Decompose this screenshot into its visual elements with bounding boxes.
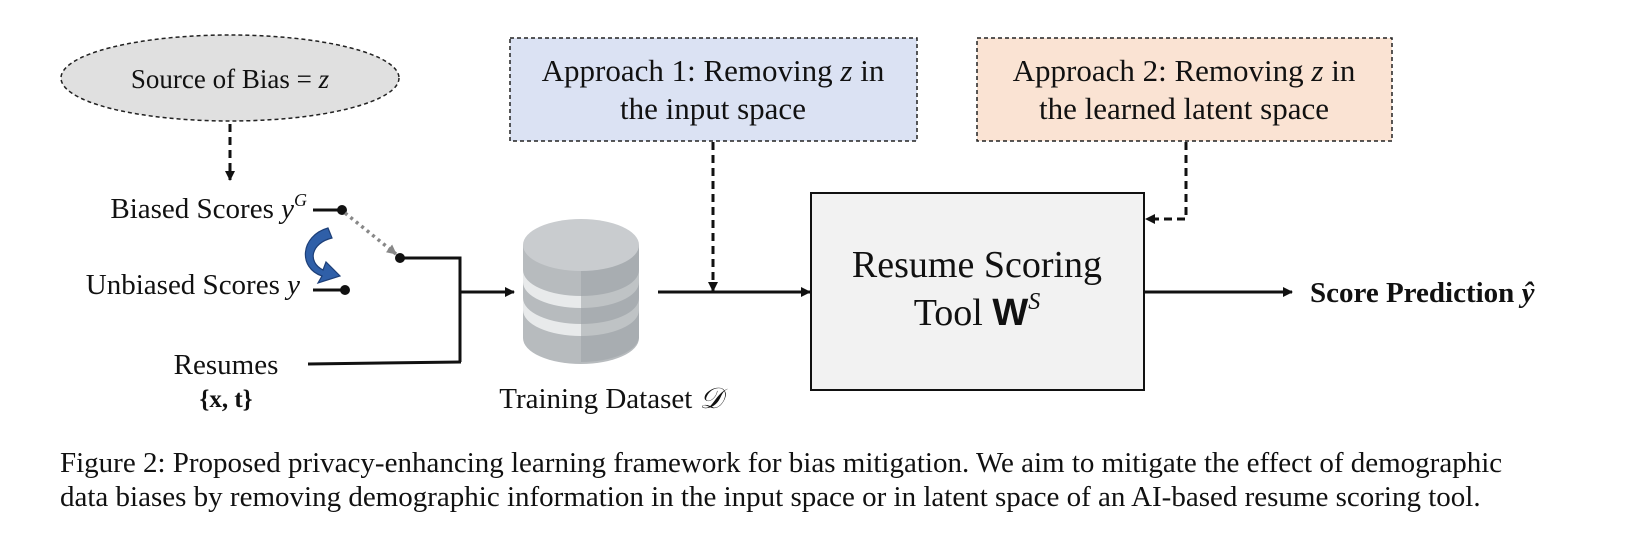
approach-1-line1: Approach 1: Removing z in <box>542 53 885 88</box>
approach-2-line2: the learned latent space <box>1039 91 1329 126</box>
approach-2-line1: Approach 2: Removing z in <box>1013 53 1356 88</box>
scores-connector <box>400 256 462 362</box>
scoring-tool-line2: Tool WS <box>914 289 1041 334</box>
scoring-tool-line1: Resume Scoring <box>852 244 1102 286</box>
framework-diagram: Source of Bias = z Biased Scores yG Unbi… <box>60 34 1535 415</box>
resumes-label: Resumes <box>174 349 279 381</box>
resumes-connector <box>307 360 462 366</box>
approach-2-arrow <box>1145 142 1188 224</box>
switch-link <box>343 211 398 256</box>
approach-1-box <box>509 37 918 142</box>
biased-terminal-dot <box>337 205 347 215</box>
biased-scores-label: Biased Scores yG <box>110 190 307 225</box>
source-of-bias-label: Source of Bias = z <box>131 64 330 94</box>
approach-2-box <box>976 37 1393 142</box>
swap-arrow-icon <box>304 227 342 285</box>
figure-caption: Figure 2: Proposed privacy-enhancing lea… <box>60 446 1580 514</box>
resumes-set-label: {x, t} <box>199 386 252 413</box>
approach-1-line2: the input space <box>620 91 806 126</box>
database-icon <box>523 219 639 364</box>
score-prediction-label: Score Prediction ŷ <box>1310 277 1535 309</box>
caption-line-2: data biases by removing demographic info… <box>60 481 1481 513</box>
caption-line-1: Figure 2: Proposed privacy-enhancing lea… <box>60 447 1503 479</box>
unbiased-terminal-dot <box>340 285 350 295</box>
scoring-tool-box <box>810 192 1145 391</box>
training-dataset-label: Training Dataset 𝒟 <box>499 383 727 415</box>
source-of-bias-node <box>60 34 400 122</box>
unbiased-scores-label: Unbiased Scores y <box>86 269 300 301</box>
